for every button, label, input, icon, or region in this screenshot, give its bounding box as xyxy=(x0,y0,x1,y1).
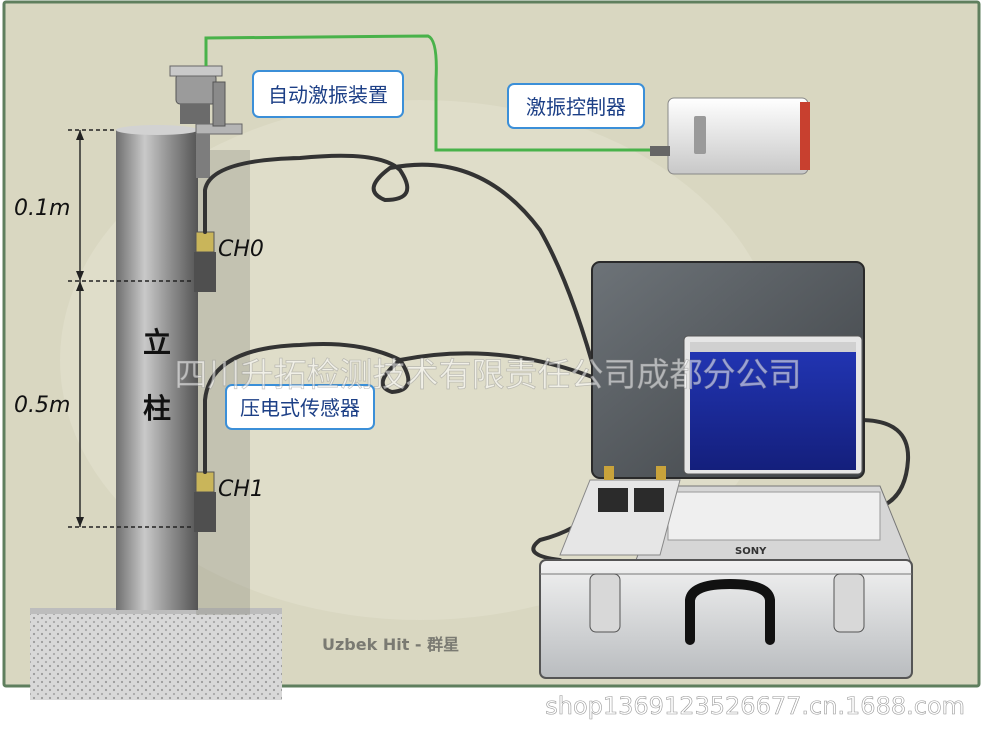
svg-text:压电式传感器: 压电式传感器 xyxy=(240,396,360,420)
exciter-control-wire xyxy=(204,34,665,156)
sensor-ch1 xyxy=(194,471,216,532)
laptop-brand: SONY xyxy=(735,546,767,557)
ch0-label: CH0 xyxy=(218,237,264,262)
credit-watermark: Uzbek Hit - 群星 xyxy=(322,635,459,654)
label-exciter-controller: 激振控制器 xyxy=(507,83,645,129)
sensor-ch0 xyxy=(194,231,216,292)
svg-text:自动激振装置: 自动激振装置 xyxy=(268,83,388,107)
dimension-markers xyxy=(68,129,200,528)
shop-url-watermark: shop1369123526677.cn.1688.com xyxy=(545,692,965,720)
pillar-label-1: 立 xyxy=(143,326,171,359)
ch1-label: CH1 xyxy=(218,477,264,502)
svg-text:激振控制器: 激振控制器 xyxy=(526,95,626,119)
instrument-panel xyxy=(559,466,681,556)
dimension-top: 0.1m xyxy=(14,196,70,221)
pillar-label-2: 柱 xyxy=(143,392,171,425)
auto-exciter-device xyxy=(169,65,243,178)
label-piezo-sensor: 压电式传感器 xyxy=(225,384,375,430)
laptop: SONY xyxy=(635,335,911,561)
label-auto-exciter: 自动激振装置 xyxy=(252,70,404,118)
laptop-keyboard xyxy=(667,491,881,541)
dimension-bottom: 0.5m xyxy=(14,393,70,418)
ground-block xyxy=(30,608,282,700)
exciter-controller-box xyxy=(650,97,810,175)
company-watermark: 四川升拓检测技术有限责任公司成都分公司 xyxy=(175,355,802,394)
suitcase xyxy=(539,559,913,679)
laptop-screen xyxy=(690,342,856,470)
